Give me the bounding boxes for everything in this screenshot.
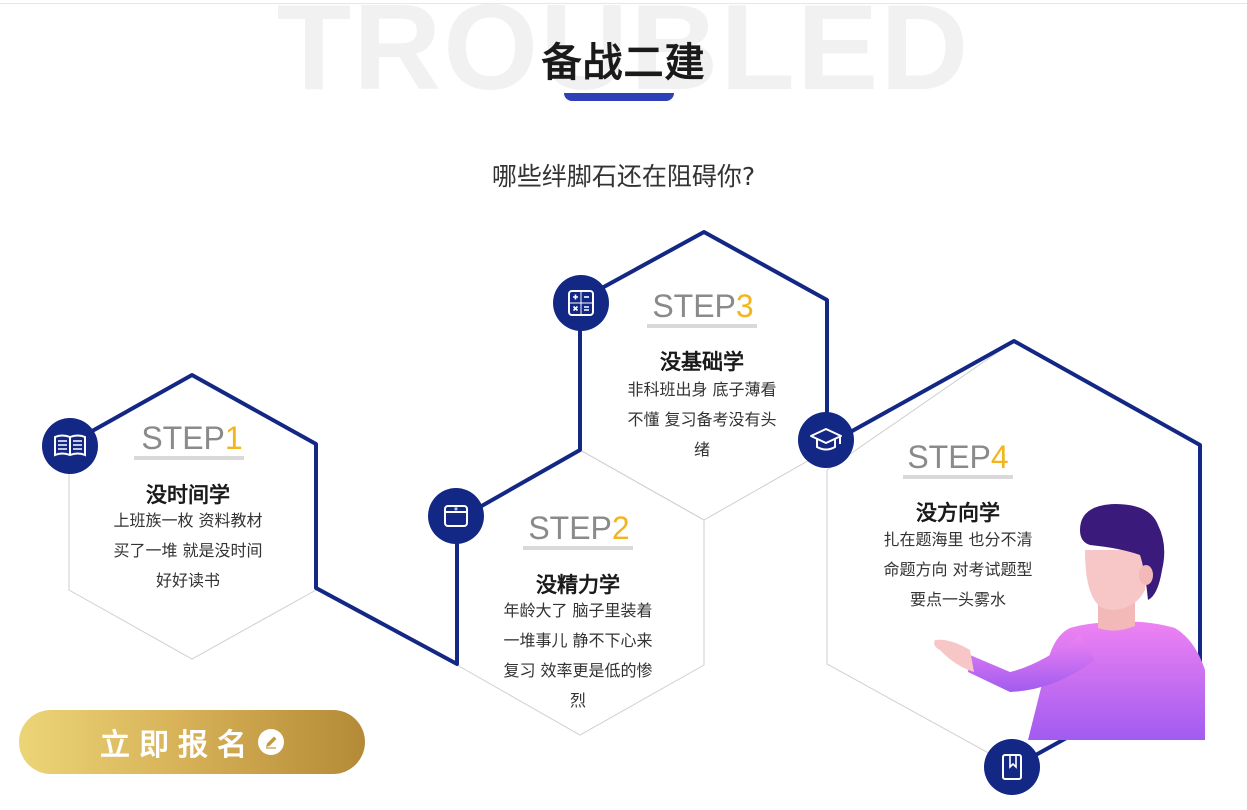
step4-label: STEP4 xyxy=(893,441,1023,473)
desc-line: 一堆事儿 静不下心来 xyxy=(503,631,653,650)
step1-label: STEP1 xyxy=(127,422,257,454)
desc-line: 年龄大了 脑子里装着 xyxy=(503,601,653,620)
desc-line: 烈 xyxy=(569,691,586,710)
step2-label: STEP2 xyxy=(514,512,644,544)
register-button-label: 立即报名 xyxy=(100,728,256,763)
page-title: 备战二建 xyxy=(541,40,706,86)
step-word: STEP xyxy=(528,510,612,546)
step3-label: STEP3 xyxy=(638,290,768,322)
calculator-icon xyxy=(568,290,594,316)
step1-heading: 没时间学 xyxy=(146,483,230,507)
step-word: STEP xyxy=(141,420,225,456)
svg-text:¥: ¥ xyxy=(454,505,459,513)
step4-icon-circle xyxy=(798,412,854,468)
desc-line: 绪 xyxy=(693,440,710,459)
desc-line: 复习 效率更是低的惨 xyxy=(503,661,653,680)
pencil-icon xyxy=(258,729,284,755)
step1-underline xyxy=(134,456,244,460)
bookmark-book-icon xyxy=(1002,754,1022,780)
top-divider xyxy=(0,3,1247,4)
desc-line: 买了一堆 就是没时间 xyxy=(113,541,263,560)
desc-line: 要点一头雾水 xyxy=(909,590,1006,609)
step4-heading: 没方向学 xyxy=(916,501,1000,525)
register-button[interactable]: 立即报名 xyxy=(19,710,365,774)
graduation-cap-icon xyxy=(810,428,842,451)
desc-line: 命题方向 对考试题型 xyxy=(883,560,1033,579)
step-number: 3 xyxy=(735,288,754,324)
bottom-icon-circle xyxy=(984,739,1040,795)
step4-description: 扎在题海里 也分不清 命题方向 对考试题型 要点一头雾水 xyxy=(868,525,1048,615)
desc-line: 好好读书 xyxy=(155,571,220,590)
desc-line: 不懂 复习备考没有头 xyxy=(627,410,777,429)
wallet-icon: ¥ xyxy=(444,505,468,527)
step2-icon-circle: ¥ xyxy=(428,488,484,544)
step1-icon-circle xyxy=(42,418,98,474)
step-number: 1 xyxy=(224,420,243,456)
step3-heading: 没基础学 xyxy=(660,350,744,374)
step4-underline xyxy=(903,475,1013,479)
watermark-text: TROUBLED xyxy=(276,0,971,115)
title-underline xyxy=(564,93,674,101)
step1-description: 上班族一枚 资料教材 买了一堆 就是没时间 好好读书 xyxy=(98,506,278,596)
step-number: 4 xyxy=(990,439,1009,475)
page-subtitle: 哪些绊脚石还在阻碍你? xyxy=(491,162,756,191)
open-book-icon xyxy=(54,434,86,457)
step-word: STEP xyxy=(652,288,736,324)
desc-line: 上班族一枚 资料教材 xyxy=(113,511,263,530)
step2-heading: 没精力学 xyxy=(536,573,620,597)
step-number: 2 xyxy=(611,510,630,546)
person-illustration xyxy=(934,504,1205,740)
step2-description: 年龄大了 脑子里装着 一堆事儿 静不下心来 复习 效率更是低的惨 烈 xyxy=(488,596,668,716)
desc-line: 非科班出身 底子薄看 xyxy=(627,380,777,399)
step3-underline xyxy=(647,324,757,328)
step3-icon-circle xyxy=(553,275,609,331)
step-word: STEP xyxy=(907,439,991,475)
step2-underline xyxy=(523,546,633,550)
step3-description: 非科班出身 底子薄看 不懂 复习备考没有头 绪 xyxy=(612,375,792,465)
desc-line: 扎在题海里 也分不清 xyxy=(883,530,1033,549)
